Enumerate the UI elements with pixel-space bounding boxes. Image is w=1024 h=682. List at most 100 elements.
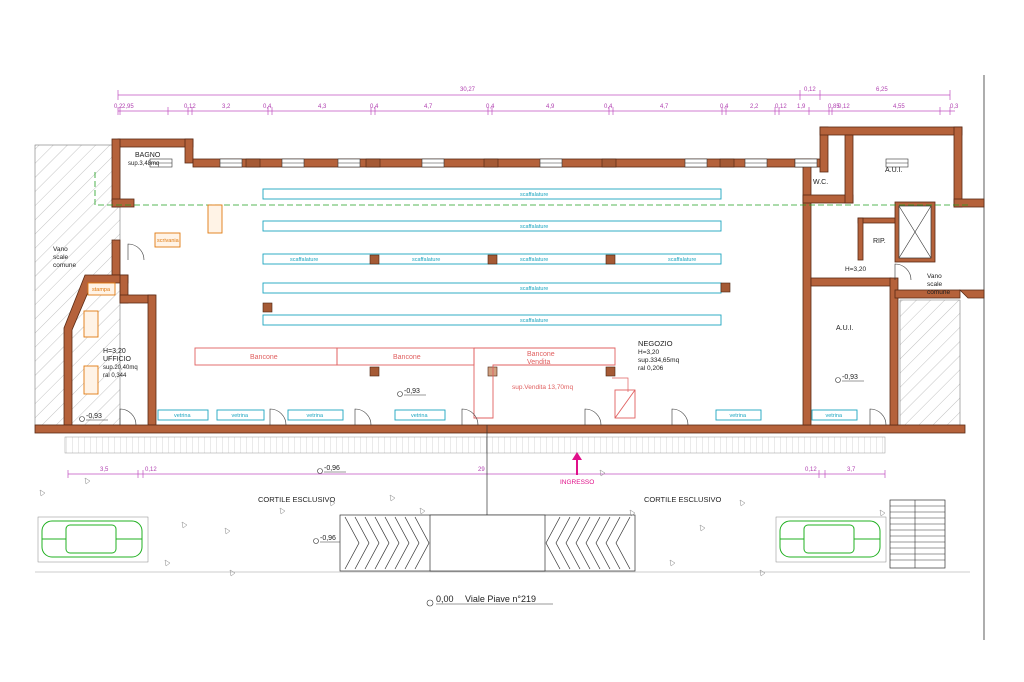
dim-detail: 2,95 (122, 104, 134, 110)
dim-detail: 4,55 (893, 104, 905, 110)
counter-3-label-a: Bancone (527, 351, 555, 358)
ufficio-ral: ral 0,344 (103, 373, 127, 379)
chevron (545, 516, 561, 570)
negozio-height: H=3,20 (638, 349, 660, 356)
shelf-3d-label: scaffalature (668, 257, 696, 263)
door-swing (461, 408, 479, 426)
ground-marker (389, 494, 396, 502)
counter-3 (473, 347, 616, 419)
pillar (487, 366, 498, 377)
right-hatch (899, 299, 961, 426)
counter-2-label: Bancone (393, 354, 421, 361)
wall-pillar (483, 158, 499, 168)
ground-marker (599, 469, 606, 477)
door-swing (671, 408, 689, 426)
walls (34, 126, 985, 434)
office-desk-2 (83, 365, 99, 395)
right-height: H=3,20 (845, 266, 867, 273)
desk-label: scrivania (157, 238, 180, 244)
wall-pillar (365, 158, 381, 168)
vano-left-1: Vano (53, 246, 68, 253)
ground-marker (181, 521, 188, 529)
chevron (354, 516, 370, 570)
stair-steps (890, 505, 945, 561)
desk (207, 204, 223, 234)
counters: Bancone Bancone Bancone Vendita (194, 347, 636, 419)
wall-pillar (719, 158, 735, 168)
door-swing (894, 263, 912, 281)
ground-marker (739, 499, 746, 507)
car-left (37, 516, 149, 563)
negozio-name: NEGOZIO (638, 339, 673, 348)
dim-detail: 0,4 (370, 104, 379, 110)
ground-marker (84, 477, 91, 485)
display-window (216, 409, 265, 421)
display-window-label: vetrina (307, 413, 324, 419)
dim-overall-1: 30,27 (460, 87, 476, 93)
sidewalk-band (64, 436, 886, 454)
car-roof (65, 524, 117, 554)
counter-3-label-b: Vendita (527, 359, 550, 366)
courtyard-right: CORTILE ESCLUSIVO (644, 495, 722, 504)
vano-right-3: comune (927, 289, 951, 296)
door-swing (119, 408, 137, 426)
chevron (565, 516, 581, 570)
pillar (369, 254, 380, 265)
doors (119, 243, 912, 426)
elevator-cross-2 (898, 205, 932, 259)
display-window (715, 409, 762, 421)
dim-overall-2: 0,12 (804, 87, 816, 93)
vano-left-3: comune (53, 262, 77, 269)
shelf-3b-label: scaffalature (412, 257, 440, 263)
shelf-4-label: scaffalature (520, 286, 548, 292)
boundary-line (94, 172, 970, 206)
entrance-arrow (572, 452, 582, 475)
car-roof (803, 524, 855, 554)
level-value: -0,96 (320, 535, 336, 542)
top-dimension-overall: 30,27 0,12 6,25 (117, 87, 951, 100)
dim-detail: 4,3 (318, 104, 327, 110)
shelf-3c-label: scaffalature (520, 257, 548, 263)
level-value: -0,96 (324, 465, 340, 472)
display-window-label: vetrina (730, 413, 747, 419)
dim-detail: 0,4 (486, 104, 495, 110)
shelf-5-label: scaffalature (520, 318, 548, 324)
ground-marker (419, 507, 426, 515)
printer-label: stampa (92, 287, 111, 293)
shelf-3a-label: scaffalature (290, 257, 318, 263)
negozio-ral: ral 0,206 (638, 365, 664, 372)
car-right (775, 516, 887, 563)
shelf-1 (262, 188, 722, 200)
dim-overall-3: 6,25 (876, 87, 888, 93)
dim-detail: 0,4 (604, 104, 613, 110)
dim-detail: 1,9 (797, 104, 806, 110)
office-desk-1 (83, 310, 99, 338)
dim-detail: 0,85 (828, 104, 840, 110)
chevron (585, 516, 601, 570)
courtyard-markers (39, 469, 886, 577)
display-window-label: vetrina (826, 413, 843, 419)
chevron (344, 516, 360, 570)
exterior-stairs (889, 499, 946, 569)
chevron (404, 516, 420, 570)
chevron (394, 516, 410, 570)
chevron (374, 516, 390, 570)
ground-marker (879, 509, 886, 517)
shelf-5 (262, 314, 722, 326)
printer (87, 282, 116, 296)
shelf-4 (262, 282, 722, 294)
bagno-name: BAGNO (135, 152, 161, 159)
door-swing (269, 408, 287, 426)
shelf-2-label: scaffalature (520, 224, 548, 230)
ufficio-area: sup.20,40mq (103, 365, 138, 371)
display-window-label: vetrina (232, 413, 249, 419)
vano-left-2: scale (53, 254, 69, 261)
pillar (605, 366, 616, 377)
ground-marker (669, 559, 676, 567)
street-dim: 3,5 (100, 467, 109, 473)
display-window (157, 409, 209, 421)
display-window (394, 409, 446, 421)
